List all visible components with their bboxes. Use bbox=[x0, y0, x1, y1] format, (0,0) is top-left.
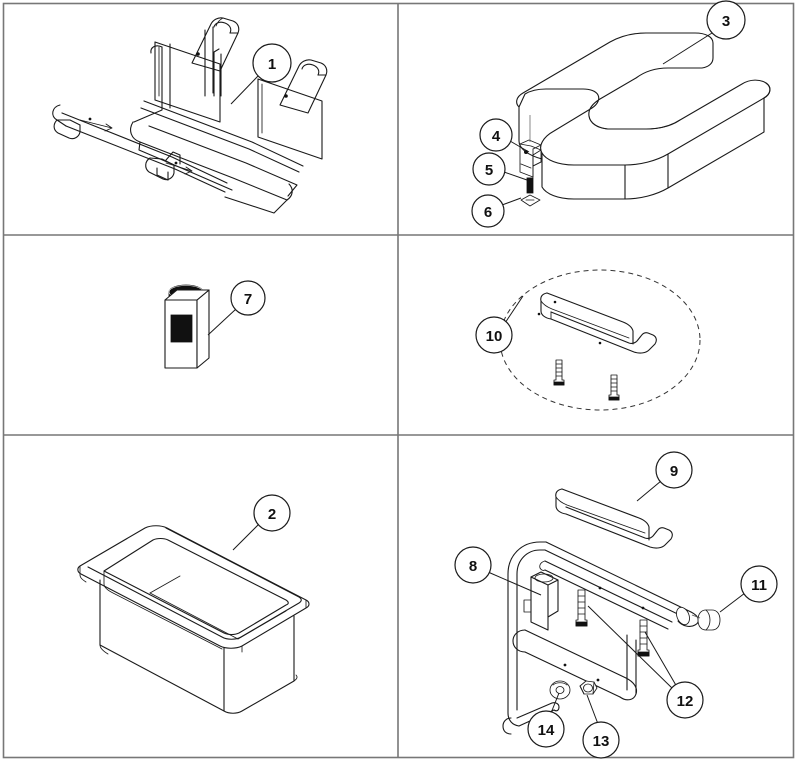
callout-balloon-6[interactable]: 6 bbox=[471, 194, 505, 228]
part-seat-mount-bracket bbox=[519, 139, 542, 178]
callout-balloon-11[interactable]: 11 bbox=[740, 565, 778, 603]
part-hex-nut bbox=[579, 680, 598, 695]
callout-balloon-13[interactable]: 13 bbox=[582, 721, 620, 759]
callout-balloon-10[interactable]: 10 bbox=[475, 316, 513, 354]
callout-balloon-5[interactable]: 5 bbox=[472, 152, 506, 186]
part-seat-mount-bolt bbox=[526, 177, 534, 194]
part-seat-frame-weldment bbox=[52, 17, 328, 214]
part-flat-washer bbox=[549, 680, 571, 700]
callout-balloon-1[interactable]: 1 bbox=[252, 43, 292, 83]
part-tube-end-cap bbox=[691, 609, 721, 631]
callout-label: 6 bbox=[484, 204, 492, 221]
callout-balloon-12[interactable]: 12 bbox=[666, 681, 704, 719]
callout-label: 3 bbox=[722, 13, 730, 30]
part-armrest-screw-kit-b bbox=[608, 374, 620, 401]
callout-label: 1 bbox=[268, 56, 276, 73]
part-armrest-frame-tube bbox=[502, 541, 700, 735]
part-seat-mount-washer bbox=[520, 194, 541, 207]
part-u-shaped-commode-seat bbox=[516, 32, 771, 200]
callout-label: 9 bbox=[670, 463, 678, 480]
callout-label: 4 bbox=[492, 128, 501, 145]
callout-label: 12 bbox=[677, 693, 694, 710]
callout-balloon-3[interactable]: 3 bbox=[706, 0, 746, 40]
callout-balloon-14[interactable]: 14 bbox=[527, 710, 565, 748]
callout-label: 14 bbox=[538, 722, 555, 739]
callout-label: 8 bbox=[469, 558, 477, 575]
callout-balloon-9[interactable]: 9 bbox=[655, 451, 693, 489]
part-armrest-pad-kit bbox=[499, 269, 701, 411]
part-commode-pan bbox=[77, 525, 310, 714]
callout-balloon-7[interactable]: 7 bbox=[230, 280, 266, 316]
callout-label: 7 bbox=[244, 291, 252, 308]
callout-leaders bbox=[207, 32, 746, 725]
part-armrest-screw-kit-a bbox=[553, 359, 565, 386]
callout-label: 5 bbox=[485, 162, 493, 179]
part-armrest-pad bbox=[555, 488, 673, 549]
callout-label: 2 bbox=[268, 506, 276, 523]
callout-balloon-8[interactable]: 8 bbox=[454, 546, 492, 584]
callout-label: 13 bbox=[593, 733, 610, 750]
part-armrest-screw-b bbox=[637, 619, 650, 657]
part-deodorant-bottle bbox=[164, 284, 210, 369]
callout-label: 10 bbox=[486, 328, 503, 345]
callout-balloon-2[interactable]: 2 bbox=[253, 494, 291, 532]
callout-balloon-4[interactable]: 4 bbox=[479, 118, 513, 152]
part-armrest-screw-a bbox=[575, 589, 588, 627]
callout-label: 11 bbox=[751, 577, 767, 594]
